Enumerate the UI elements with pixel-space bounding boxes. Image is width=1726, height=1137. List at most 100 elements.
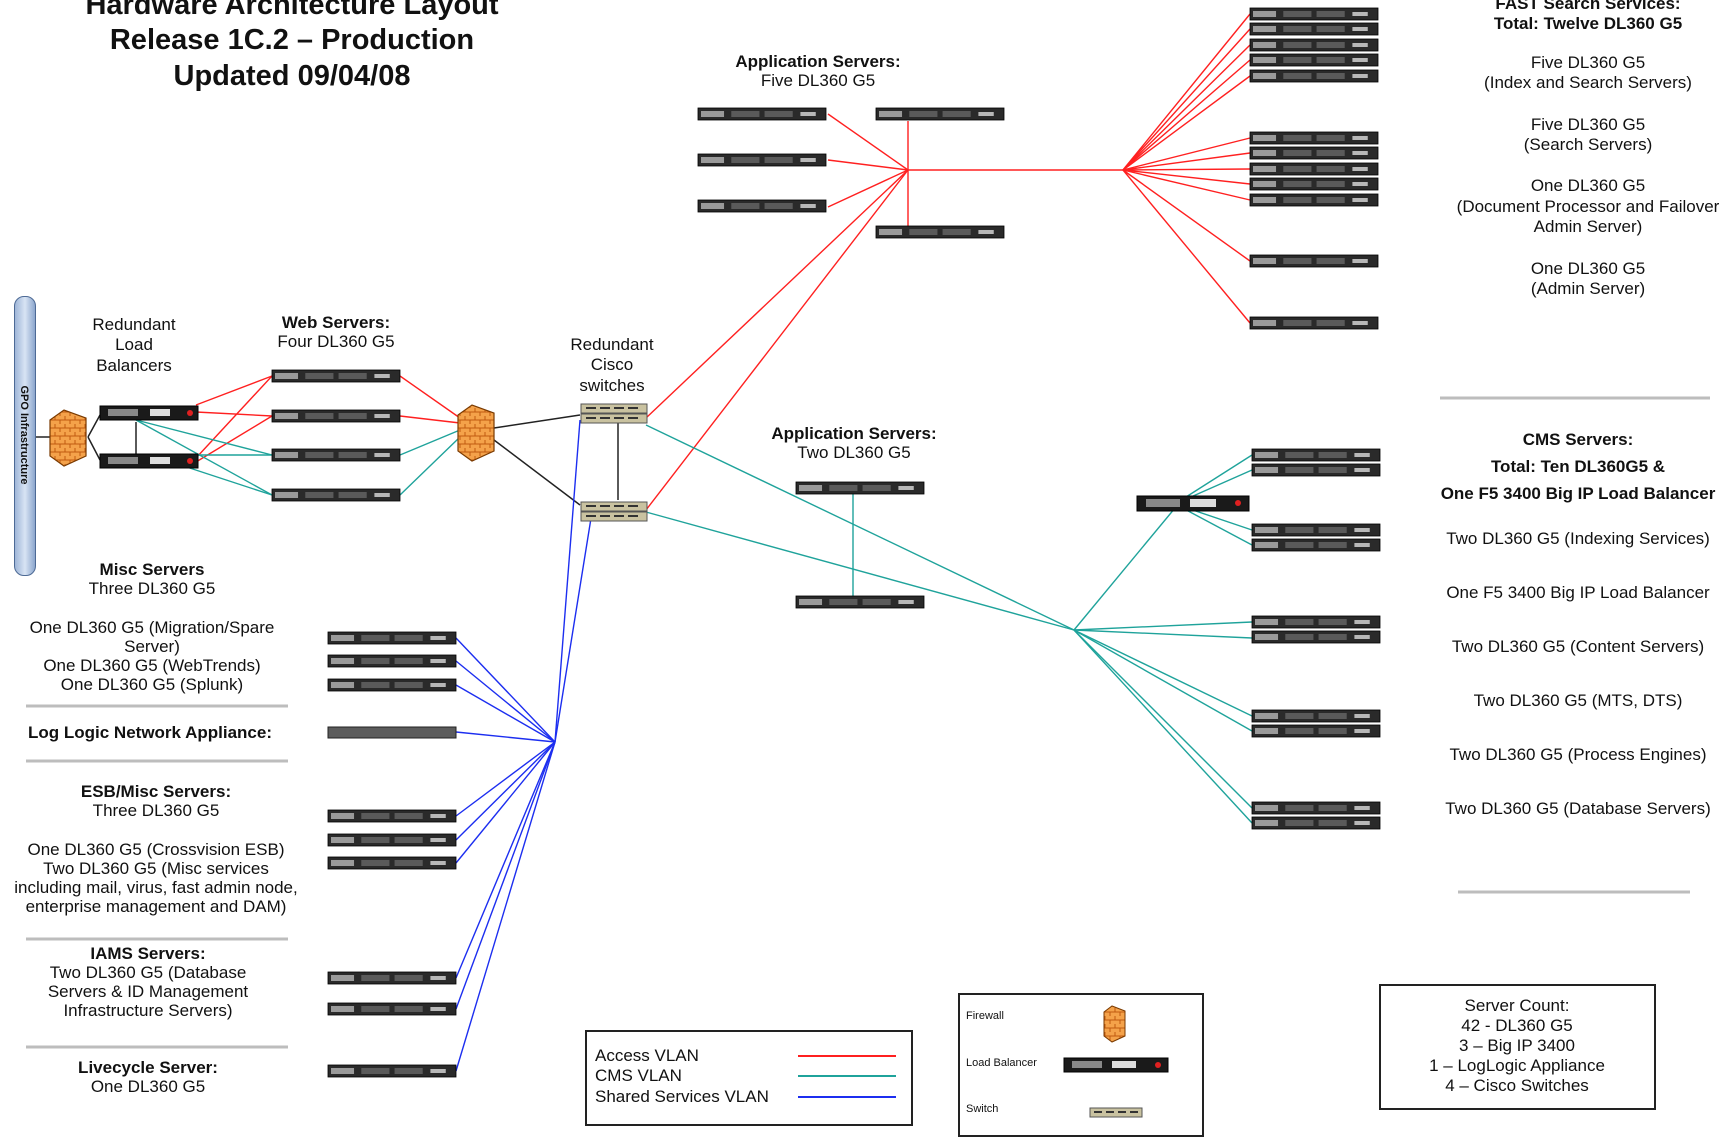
legend-access-swatch bbox=[798, 1055, 896, 1057]
web-server-unit bbox=[271, 409, 401, 423]
misc-server-unit bbox=[327, 809, 457, 823]
fast-item: (Document Processor and Failover bbox=[1456, 196, 1720, 216]
misc-server-unit bbox=[327, 1064, 457, 1078]
load-balancer-icon-bottom bbox=[99, 453, 199, 469]
firewall-icon-right bbox=[457, 404, 495, 462]
app-servers-two-label: Application Servers: Two DL360 G5 bbox=[771, 424, 936, 462]
web-servers-sub: Four DL360 G5 bbox=[277, 332, 395, 352]
cms-server-unit bbox=[1251, 523, 1381, 537]
web-servers-heading: Web Servers: bbox=[281, 313, 391, 332]
cisco-switch-icon-top bbox=[580, 403, 648, 424]
cms-heading-2: Total: Ten DL360G5 & bbox=[1490, 457, 1666, 476]
cms-server-unit bbox=[1251, 538, 1381, 552]
app-servers-two-heading: Application Servers: bbox=[771, 424, 937, 443]
iams-line: Two DL360 G5 (Database bbox=[49, 963, 247, 983]
cms-server-unit bbox=[1251, 630, 1381, 644]
misc-heading: Misc Servers bbox=[99, 560, 205, 579]
app-server-unit bbox=[795, 595, 925, 609]
server-count-text: Server Count: 42 - DL360 G5 3 – Big IP 3… bbox=[1429, 996, 1605, 1095]
title-line-3: Updated 09/04/08 bbox=[173, 59, 411, 92]
access-vlan-links bbox=[195, 13, 1251, 511]
cms-vlan-links bbox=[135, 419, 1253, 824]
fast-search-server-unit bbox=[1249, 7, 1379, 21]
cms-server-unit bbox=[1251, 463, 1381, 477]
fast-search-server-unit bbox=[1249, 316, 1379, 330]
misc-server-unit bbox=[327, 833, 457, 847]
app-servers-five-heading: Application Servers: bbox=[735, 52, 901, 71]
legend-switch-icon bbox=[1089, 1107, 1143, 1118]
cisco-switch-icon-bottom bbox=[580, 501, 648, 522]
gpo-infrastructure-pipe bbox=[14, 296, 36, 576]
section-separators bbox=[26, 396, 1710, 1049]
esb-line: enterprise management and DAM) bbox=[25, 897, 287, 917]
server-count-line: 3 – Big IP 3400 bbox=[1459, 1035, 1575, 1055]
misc-server-unit bbox=[327, 678, 457, 692]
iams-line: Servers & ID Management bbox=[47, 982, 249, 1002]
misc-line: Server) bbox=[124, 637, 180, 657]
misc-server-unit bbox=[327, 856, 457, 870]
fast-search-server-unit bbox=[1249, 254, 1379, 268]
app-servers-two-sub: Two DL360 G5 bbox=[797, 443, 911, 463]
esb-line: One DL360 G5 (Crossvision ESB) bbox=[27, 840, 285, 860]
misc-server-unit bbox=[327, 654, 457, 668]
firewall-icon-left bbox=[49, 409, 87, 467]
cms-item: Two DL360 G5 (Database Servers) bbox=[1445, 799, 1711, 818]
load-balancers-label: Redundant Load Balancers bbox=[92, 315, 176, 375]
cms-server-unit bbox=[1251, 615, 1381, 629]
web-server-unit bbox=[271, 448, 401, 462]
web-server-unit bbox=[271, 488, 401, 502]
cms-servers-label: CMS Servers: Total: Ten DL360G5 & One F5… bbox=[1441, 430, 1716, 819]
esb-line: Two DL360 G5 (Misc services bbox=[43, 859, 269, 879]
fast-item: (Admin Server) bbox=[1530, 278, 1646, 298]
web-server-unit bbox=[271, 369, 401, 383]
app-servers-five-sub: Five DL360 G5 bbox=[760, 71, 876, 91]
title-line-1: Hardware Architecture Layout bbox=[85, 0, 499, 21]
app-servers-five-label: Application Servers: Five DL360 G5 bbox=[735, 52, 900, 90]
fast-item: Admin Server) bbox=[1533, 217, 1643, 237]
legend-shared-label: Shared Services VLAN bbox=[595, 1086, 769, 1106]
fast-item: One DL360 G5 bbox=[1530, 258, 1646, 278]
cms-heading-3: One F5 3400 Big IP Load Balancer bbox=[1440, 484, 1716, 503]
fast-search-server-unit bbox=[1249, 131, 1379, 145]
cms-load-balancer-icon bbox=[1136, 495, 1250, 512]
esb-servers-label: ESB/Misc Servers: Three DL360 G5 One DL3… bbox=[14, 782, 297, 916]
livecycle-sub: One DL360 G5 bbox=[90, 1077, 206, 1097]
fast-item: One DL360 G5 bbox=[1530, 176, 1646, 196]
server-count-heading: Server Count: bbox=[1464, 996, 1570, 1015]
misc-line: One DL360 G5 (Migration/Spare bbox=[29, 618, 275, 638]
fast-item: (Index and Search Servers) bbox=[1484, 73, 1692, 93]
misc-server-unit bbox=[327, 631, 457, 645]
iams-servers-label: IAMS Servers: Two DL360 G5 (Database Ser… bbox=[48, 944, 248, 1020]
legend-access-label: Access VLAN bbox=[595, 1046, 699, 1065]
cms-item: Two DL360 G5 (Content Servers) bbox=[1451, 637, 1705, 656]
cms-server-unit bbox=[1251, 709, 1381, 723]
app-server-unit bbox=[875, 225, 1005, 239]
app-server-unit bbox=[795, 481, 925, 495]
fast-search-label: FAST Search Services: Total: Twelve DL36… bbox=[1457, 0, 1720, 299]
shared-services-vlan-links bbox=[455, 419, 593, 1072]
fast-search-server-unit bbox=[1249, 146, 1379, 160]
misc-server-unit bbox=[327, 1002, 457, 1016]
neutral-links bbox=[34, 414, 619, 506]
legend-cms-swatch bbox=[798, 1075, 896, 1077]
legend-load-balancer-icon bbox=[1063, 1057, 1169, 1073]
legend-load-balancer-label: Load Balancer bbox=[966, 1057, 1037, 1069]
fast-search-server-unit bbox=[1249, 162, 1379, 176]
legend-switch-label: Switch bbox=[966, 1103, 999, 1115]
app-server-unit bbox=[875, 107, 1005, 121]
livecycle-heading: Livecycle Server: bbox=[78, 1058, 218, 1077]
server-count-line: 42 - DL360 G5 bbox=[1461, 1015, 1573, 1035]
legend-cms-label: CMS VLAN bbox=[595, 1066, 682, 1086]
cms-item: Two DL360 G5 (Indexing Services) bbox=[1446, 529, 1710, 548]
fast-search-server-unit bbox=[1249, 69, 1379, 83]
esb-line: including mail, virus, fast admin node, bbox=[14, 878, 298, 898]
cms-item: Two DL360 G5 (Process Engines) bbox=[1449, 745, 1707, 764]
server-count-line: 4 – Cisco Switches bbox=[1445, 1075, 1589, 1095]
vlan-legend: Access VLAN CMS VLAN Shared Services VLA… bbox=[585, 1030, 913, 1126]
fast-search-server-unit bbox=[1249, 193, 1379, 207]
cms-server-unit bbox=[1251, 816, 1381, 830]
